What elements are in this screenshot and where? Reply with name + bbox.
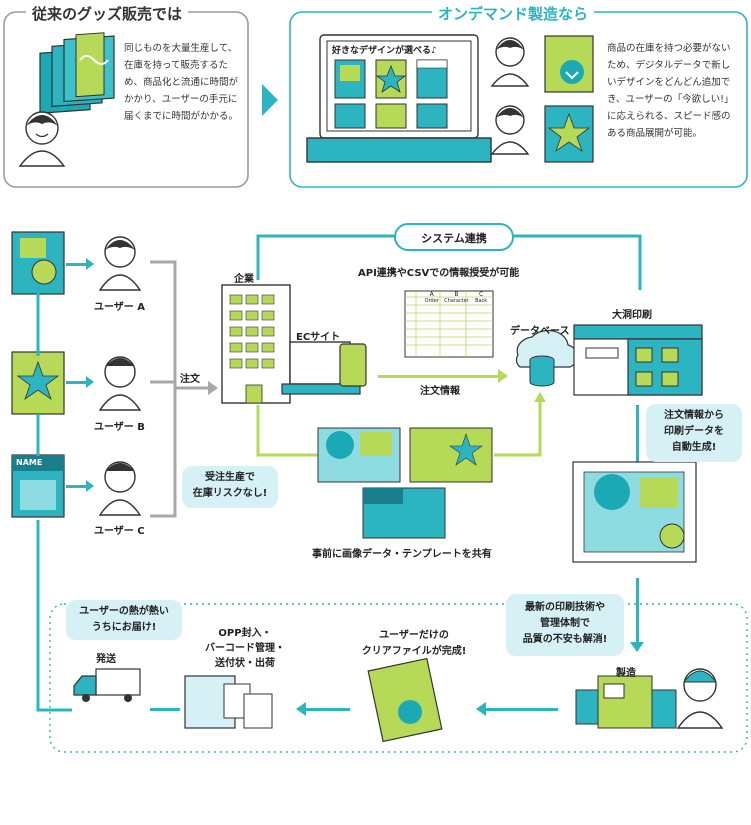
system-link-subtitle: API連携やCSVでの情報授受が可能 (358, 268, 520, 279)
clear-file-icon (544, 105, 594, 163)
user-b-icon (98, 356, 142, 411)
clear-file-label: ユーザーだけの クリアファイルが完成! (361, 630, 467, 657)
ondemand-description: 商品の在庫を持つ必要がないため、デジタルデータで新しいデザインをどんどん追加でき… (607, 43, 734, 139)
manufacture-label: 製造 (616, 668, 636, 679)
printing-machine-icon (575, 675, 677, 729)
user-c-icon (98, 461, 142, 516)
user-c-label: ユーザー C (94, 526, 145, 537)
order-info-label: 注文情報 (420, 386, 460, 397)
print-sheet-icon (572, 461, 697, 563)
auto-generate-bubble: 注文情報から 印刷データを 自動生成! (646, 404, 742, 462)
deliver-bubble: ユーザーの熱が熱い うちにお届け! (66, 600, 182, 640)
quality-bubble: 最新の印刷技術や 管理体制で 品質の不安も解消! (506, 594, 624, 656)
company-label: 企業 (234, 274, 254, 285)
ship-label: 発送 (96, 654, 116, 665)
csv-table-header: A B C (409, 291, 493, 298)
ec-laptop-icon (281, 341, 367, 395)
csv-col-c: C (479, 291, 484, 298)
traditional-title: 従来のグッズ販売では (26, 3, 189, 24)
factory-building-icon (573, 324, 703, 396)
flow-arrow-icon (66, 258, 94, 492)
order-arrow-icon (208, 381, 218, 395)
printer-label: 大洞印刷 (612, 310, 652, 321)
fulfillment-region (49, 603, 748, 753)
csv-col-character: Character (444, 298, 469, 304)
no-risk-bubble: 受注生産で 在庫リスクなし! (182, 466, 278, 508)
stacked-files-icon (39, 32, 115, 114)
transition-arrow-icon (262, 84, 278, 116)
csv-table-subheader: Order Character Back (409, 298, 493, 304)
clear-file-icon (11, 351, 65, 415)
laptop-screen-text: 好きなデザインが選べる♪ (332, 46, 437, 56)
csv-col-b: B (454, 291, 459, 298)
package-icon (184, 675, 273, 729)
template-files-icon (317, 427, 493, 539)
left-arrow-icon (476, 702, 486, 716)
delivery-truck-icon (73, 668, 141, 702)
packing-label: OPP封入・ バーコード管理・ 送付状・出荷 (205, 628, 285, 669)
order-lines (150, 260, 208, 518)
csv-col-back: Back (475, 298, 488, 304)
csv-col-a: A (429, 291, 434, 298)
order-label: 注文 (180, 374, 200, 385)
csv-table-icon (404, 290, 494, 358)
system-link-label: システム連携 (421, 232, 487, 245)
finished-clear-file-icon (367, 657, 443, 743)
person-icon (18, 111, 66, 167)
user-a-icon (98, 236, 142, 291)
ondemand-title: オンデマンド製造なら (432, 3, 595, 24)
worker-icon (676, 668, 724, 729)
clear-file-icon (11, 454, 65, 518)
user-a-label: ユーザー A (94, 302, 146, 313)
name-tag: NAME (16, 458, 43, 467)
company-building-icon (221, 284, 291, 404)
laptop-icon (306, 34, 492, 163)
clear-file-icon (544, 35, 594, 93)
left-arrow-icon (296, 702, 306, 716)
person-icon (490, 105, 530, 155)
csv-col-order: Order (424, 298, 439, 304)
database-label: データベース (510, 326, 570, 337)
order-info-arrow-icon (498, 369, 508, 383)
database-icon (515, 329, 579, 387)
share-label: 事前に画像データ・テンプレートを共有 (312, 549, 492, 560)
person-icon (490, 37, 530, 87)
clear-file-icon (11, 231, 65, 295)
user-b-label: ユーザー B (94, 422, 145, 433)
ec-site-label: ECサイト (296, 332, 341, 343)
traditional-description: 同じものを大量生産して、在庫を持って販売するため、商品化と流通に時間がかかり、ユ… (124, 43, 239, 122)
